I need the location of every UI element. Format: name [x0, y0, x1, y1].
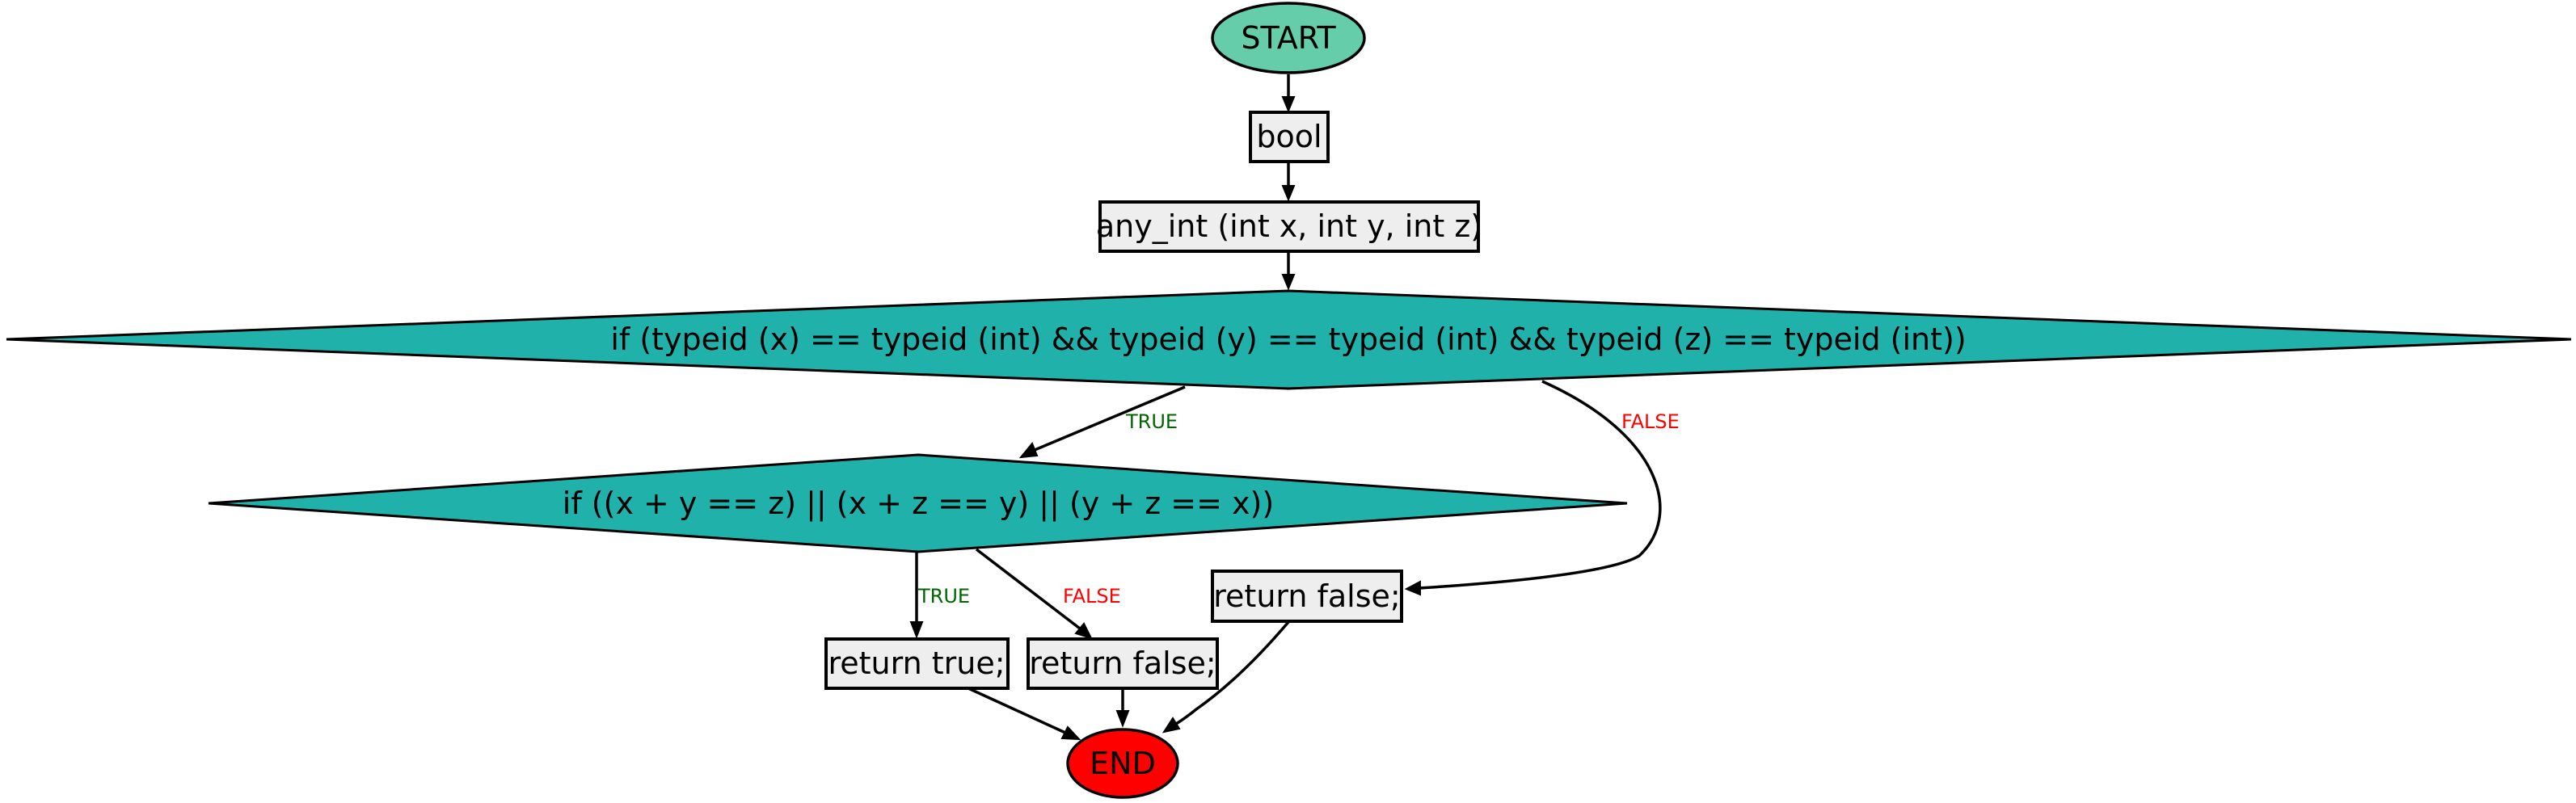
edge-return-false-outer-to-end	[1175, 620, 1290, 725]
return-true-node-label: return true;	[828, 645, 1005, 681]
return-false-outer-node-label: return false;	[1213, 578, 1400, 614]
edge-cond-types-to-cond-sums-arrowhead	[1018, 442, 1039, 459]
cond-sums-node-shape	[208, 453, 1628, 553]
edges	[909, 74, 1662, 741]
edge-cond-sums-to-return-false-inner-arrowhead	[1074, 622, 1093, 640]
edge-cond-types-to-return-false-outer-arrowhead	[1404, 580, 1421, 596]
edge-cond-sums-to-return-true-arrowhead	[909, 621, 924, 639]
end-node-label: END	[1090, 746, 1156, 781]
edge-signature-to-cond-types-arrowhead	[1281, 274, 1296, 291]
return-false-outer-node-shape	[1211, 570, 1403, 623]
return-true-node-shape	[824, 637, 1010, 690]
cond-types-node-shape	[6, 289, 2572, 390]
start-node-shape	[1211, 2, 1366, 74]
end-node-shape	[1066, 728, 1179, 799]
return-type-node[interactable]: bool	[1249, 111, 1330, 163]
cond-sums-node[interactable]: if ((x + y == z) || (x + z == y) || (y +…	[208, 453, 1628, 553]
edge-label-types-true: TRUE	[1125, 410, 1178, 433]
edge-cond-types-to-cond-sums	[1034, 385, 1186, 452]
edge-label-sums-false: FALSE	[1063, 585, 1121, 608]
cond-types-node[interactable]: if (typeid (x) == typeid (int) && typeid…	[6, 289, 2572, 390]
return-false-outer-node[interactable]: return false;	[1211, 570, 1403, 623]
signature-node[interactable]: any_int (int x, int y, int z)	[1096, 200, 1482, 253]
start-node-label: START	[1241, 20, 1336, 56]
edge-return-false-outer-to-end-arrowhead	[1162, 717, 1181, 734]
edge-label-types-false: FALSE	[1621, 410, 1680, 433]
return-false-inner-node-label: return false;	[1029, 645, 1216, 681]
return-true-node[interactable]: return true;	[824, 637, 1010, 690]
edge-return-true-to-end	[968, 687, 1066, 734]
cond-sums-node-label: if ((x + y == z) || (x + z == y) || (y +…	[563, 486, 1274, 522]
edge-return-true-to-end-arrowhead	[1060, 725, 1081, 741]
signature-node-shape	[1098, 200, 1480, 253]
return-false-inner-node[interactable]: return false;	[1027, 637, 1219, 690]
return-type-node-label: bool	[1256, 119, 1322, 154]
return-type-node-shape	[1249, 111, 1330, 163]
edge-labels: TRUE FALSE TRUE FALSE	[917, 410, 1680, 608]
end-node[interactable]: END	[1066, 728, 1179, 799]
nodes: START bool any_int (int x, int y, int z)…	[6, 2, 2572, 799]
cond-types-node-label: if (typeid (x) == typeid (int) && typeid…	[610, 322, 1966, 357]
edge-label-sums-true: TRUE	[917, 585, 970, 608]
edge-bool-to-signature-arrowhead	[1281, 185, 1296, 202]
edge-cond-sums-to-return-false-inner	[975, 548, 1081, 630]
edge-return-false-inner-to-end-arrowhead	[1115, 710, 1130, 728]
edge-cond-types-to-return-false-outer	[1419, 380, 1662, 590]
signature-node-label: any_int (int x, int y, int z)	[1096, 208, 1482, 244]
edge-start-to-bool-arrowhead	[1281, 96, 1296, 113]
start-node[interactable]: START	[1211, 2, 1366, 74]
return-false-inner-node-shape	[1027, 637, 1219, 690]
